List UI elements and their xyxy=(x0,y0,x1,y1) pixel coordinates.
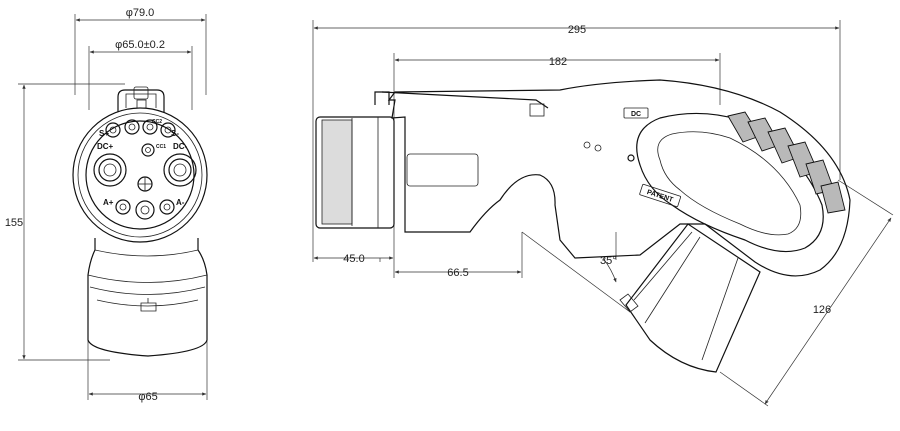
pin-center-top xyxy=(142,119,158,135)
connector-outer-ring xyxy=(72,107,208,243)
cable-boot xyxy=(619,223,761,373)
angle-label: 35° xyxy=(600,255,617,267)
pin-label-a-plus: A+ xyxy=(103,198,114,207)
nose xyxy=(315,116,395,229)
overall-length-label: 295 xyxy=(568,24,586,36)
body-window xyxy=(406,153,479,187)
inner-diameter-label: φ65.0±0.2 xyxy=(115,39,165,51)
grip-loop-outer xyxy=(636,112,824,253)
pin-label-dc-plus: DC+ xyxy=(97,142,114,151)
grip-loop-inner xyxy=(657,131,802,236)
grip-offset-label: 66.5 xyxy=(447,267,468,279)
connector-face xyxy=(85,120,195,230)
pin-label-cc1: CC1 xyxy=(156,144,166,150)
patent-badge-label: PATENT xyxy=(646,189,674,204)
height-label: 155 xyxy=(5,217,23,229)
nose-length-label: 45.0 xyxy=(343,253,364,265)
pin-a-plus xyxy=(115,199,131,215)
angle-arc xyxy=(602,257,617,283)
pin-ground xyxy=(137,176,153,192)
pin-label-dc-minus: DC- xyxy=(173,142,188,151)
latch xyxy=(117,86,165,112)
pin-pe xyxy=(135,200,155,220)
outer-diameter-label: φ79.0 xyxy=(126,7,155,19)
grip-ridges xyxy=(727,111,846,214)
cable-clip xyxy=(140,302,157,312)
cable-exit-dim-line xyxy=(764,217,892,405)
side-latch xyxy=(374,91,549,117)
pin-label-s-plus: S+ xyxy=(99,129,109,138)
side-view: 295 182 45.0 66.5 35° 126 xyxy=(312,20,894,407)
body-hole-2 xyxy=(594,144,602,152)
pin-label-cc2: CC2 xyxy=(152,119,162,125)
pin-dc-minus xyxy=(163,153,197,187)
dc-badge-label: DC xyxy=(631,111,641,118)
front-view: φ79.0 φ65.0±0.2 155 φ65 xyxy=(5,7,208,403)
pin-label-s-minus: S- xyxy=(171,129,179,138)
pin-a-minus xyxy=(159,199,175,215)
body-indicator xyxy=(627,154,635,162)
pin-label-a-minus: A- xyxy=(176,198,185,207)
pin-dc-plus xyxy=(93,153,127,187)
cable-diameter-label: φ65 xyxy=(138,391,157,403)
pin-cc2 xyxy=(124,119,140,135)
handle-body xyxy=(387,79,851,277)
cable-exit-label: 126 xyxy=(813,304,831,316)
pin-cc1 xyxy=(141,143,155,157)
pin-s-minus xyxy=(160,122,176,138)
handle-length-label: 182 xyxy=(549,56,567,68)
body-hole-1 xyxy=(583,141,591,149)
front-cable-body xyxy=(87,238,208,357)
pin-s-plus xyxy=(105,122,121,138)
patent-badge: PATENT xyxy=(639,183,682,208)
dc-badge: DC xyxy=(623,107,649,119)
